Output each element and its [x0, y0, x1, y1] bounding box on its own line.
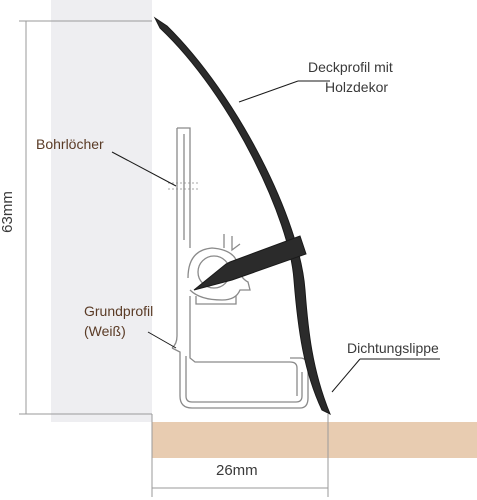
- width-dimension: [151, 414, 329, 497]
- drill-holes: [168, 182, 200, 190]
- width-dimension-label: 26mm: [216, 462, 258, 479]
- height-dimension: [19, 20, 152, 415]
- label-grundprofil-line2: (Weiß): [84, 323, 126, 339]
- label-bohrloecher: Bohrlöcher: [36, 136, 104, 152]
- label-dichtungslippe: Dichtungslippe: [347, 340, 439, 356]
- height-dimension-label: 63mm: [0, 191, 16, 233]
- floor: [152, 422, 477, 458]
- label-deckprofil-line1: Deckprofil mit: [308, 59, 393, 75]
- cover-profile: [153, 16, 331, 416]
- label-deckprofil-line2: Holzdekor: [325, 79, 389, 95]
- label-grundprofil-line1: Grundprofil: [84, 303, 154, 319]
- wall: [51, 0, 152, 422]
- leader-lines: [111, 80, 440, 393]
